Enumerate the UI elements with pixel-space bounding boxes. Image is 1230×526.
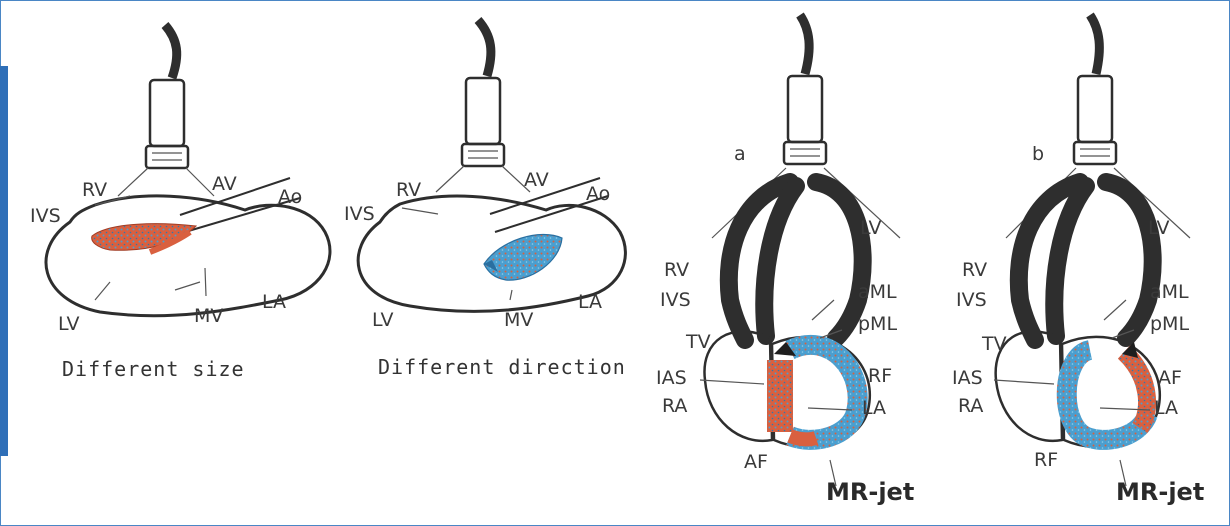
label-pml: pML <box>1150 313 1189 335</box>
label-ao: Ao <box>278 186 302 208</box>
label-av: AV <box>212 173 237 195</box>
label-lv: LV <box>1148 217 1170 239</box>
label-la: LA <box>1154 397 1178 419</box>
label-rv: RV <box>664 259 689 281</box>
label-lv: LV <box>860 217 882 239</box>
transducer-probe <box>436 78 530 192</box>
tag-a: a <box>734 143 746 165</box>
label-mv: MV <box>504 309 533 331</box>
label-ra: RA <box>958 395 983 417</box>
label-tv: TV <box>685 331 711 353</box>
label-av: AV <box>524 169 549 191</box>
label-rf: RF <box>1034 449 1058 471</box>
label-mv: MV <box>194 305 223 327</box>
label-mr-jet: MR-jet <box>826 478 914 506</box>
label-af: AF <box>1158 367 1182 389</box>
panel-b: b LV RV IVS aML pML TV IAS RA AF LA RF M… <box>952 15 1204 506</box>
label-rv: RV <box>82 179 107 201</box>
label-la: LA <box>862 397 886 419</box>
label-ias: IAS <box>952 367 983 389</box>
label-rv: RV <box>396 179 421 201</box>
label-ivs: IVS <box>956 289 987 311</box>
label-lv: LV <box>58 313 80 335</box>
label-mr-jet: MR-jet <box>1116 478 1204 506</box>
label-af: AF <box>744 451 768 473</box>
panel-a: a LV RV IVS aML pML TV IAS RA RF LA AF M… <box>656 15 914 506</box>
caption-different-size: Different size <box>62 357 245 381</box>
label-ivs: IVS <box>30 205 61 227</box>
label-lv: LV <box>372 309 394 331</box>
label-rv: RV <box>962 259 987 281</box>
transducer-probe <box>118 80 214 196</box>
label-pml: pML <box>858 313 897 335</box>
mr-jet-b <box>1067 342 1148 440</box>
probe-cable <box>478 20 491 76</box>
probe-cable <box>1090 15 1099 74</box>
regurgitant-jet-direction <box>484 234 562 280</box>
panel-different-size: RV AV Ao IVS LV MV LA Different size <box>30 25 330 381</box>
label-la: LA <box>578 291 602 313</box>
ventricle-walls <box>1019 182 1153 340</box>
label-ivs: IVS <box>344 203 375 225</box>
caption-different-direction: Different direction <box>378 355 626 379</box>
panel-different-direction: RV AV Ao IVS LV MV LA Different directio… <box>344 20 626 379</box>
ventricle-walls <box>729 182 863 340</box>
label-ivs: IVS <box>660 289 691 311</box>
label-ra: RA <box>662 395 687 417</box>
label-la: LA <box>262 291 286 313</box>
probe-cable <box>165 25 177 78</box>
label-tv: TV <box>981 333 1007 355</box>
label-aml: aML <box>1150 281 1189 303</box>
label-ao: Ao <box>586 183 610 205</box>
label-aml: aML <box>858 281 897 303</box>
tag-b: b <box>1032 143 1044 165</box>
regurgitant-jet-small <box>92 224 196 252</box>
label-rf: RF <box>868 365 892 387</box>
probe-cable <box>800 15 809 74</box>
label-ias: IAS <box>656 367 687 389</box>
mr-jet-a <box>774 342 858 440</box>
